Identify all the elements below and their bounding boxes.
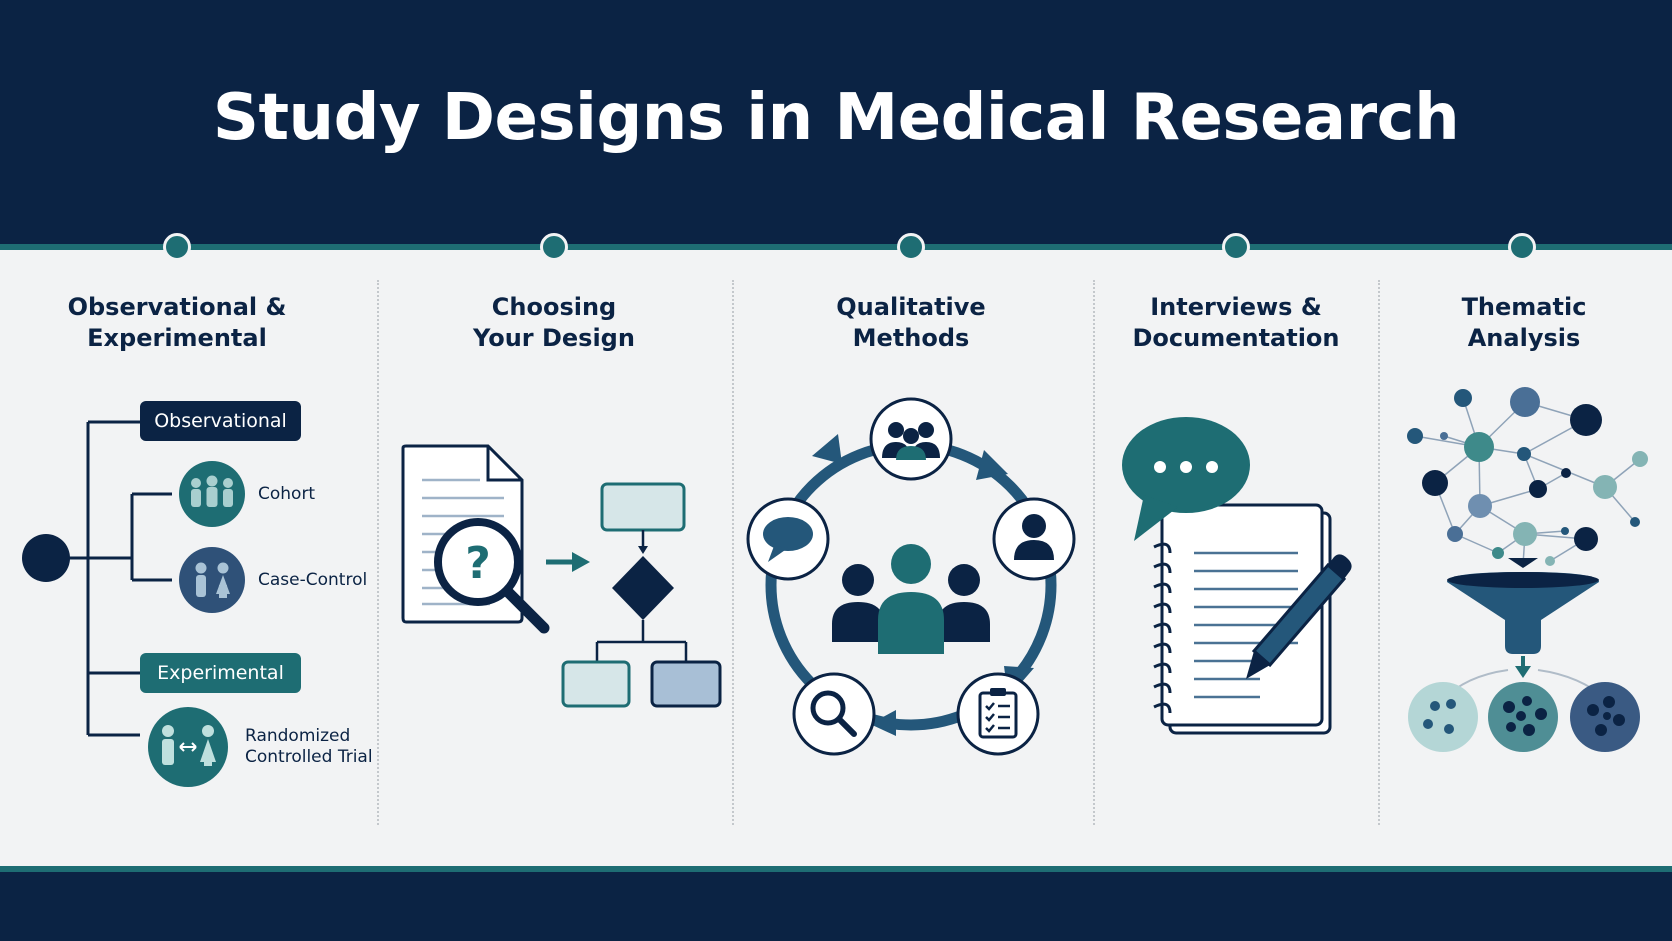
pen-icon <box>1246 554 1352 679</box>
theme-clusters-icon <box>1408 682 1640 752</box>
column-title-interviews-documentation: Interviews & Documentation <box>1132 293 1340 352</box>
header-banner <box>0 0 1672 246</box>
funnel-icon <box>1447 558 1599 678</box>
timeline-dot <box>540 233 568 261</box>
footer-banner <box>0 872 1672 941</box>
page-title: Study Designs in Medical Research <box>212 81 1460 155</box>
arrow-right-icon <box>546 552 590 572</box>
classification-tree-icon <box>22 420 245 787</box>
column-divider <box>1093 280 1095 825</box>
rct-label: Randomized Controlled Trial <box>245 726 373 767</box>
speech-bubble-icon <box>763 517 813 562</box>
group-icon <box>882 422 940 460</box>
cohort-label: Cohort <box>258 484 316 504</box>
column-title-qualitative-methods: Qualitative Methods <box>836 293 986 352</box>
rct-icon <box>148 707 228 787</box>
search-icon <box>810 690 857 737</box>
root-node <box>22 534 70 582</box>
flowchart-icon <box>561 482 722 708</box>
column-divider <box>377 280 379 825</box>
column-divider <box>1378 280 1380 825</box>
footer-line <box>0 866 1672 872</box>
column-divider <box>732 280 734 825</box>
notepad-speech-icon <box>1122 417 1352 735</box>
checklist-icon <box>978 688 1018 739</box>
timeline-dot <box>163 233 191 261</box>
chat-bubble-icon <box>1122 417 1250 541</box>
research-cycle-icon <box>746 397 1076 756</box>
notepad-icon <box>1153 503 1332 735</box>
timeline-dot <box>1508 233 1536 261</box>
svg-text:?: ? <box>465 538 491 589</box>
timeline-dot <box>1222 233 1250 261</box>
case-control-icon <box>179 547 245 613</box>
team-center-icon <box>832 544 990 654</box>
column-title-thematic-analysis: Thematic Analysis <box>1461 293 1587 352</box>
person-icon <box>1014 514 1054 560</box>
experimental-badge: Experimental <box>140 653 301 693</box>
cohort-icon <box>179 461 245 527</box>
case-control-label: Case-Control <box>258 570 368 590</box>
observational-badge: Observational <box>140 401 301 441</box>
timeline-line <box>0 244 1672 250</box>
decision-flowchart-icon: ? <box>401 444 722 708</box>
column-title-observational-experimental: Observational & Experimental <box>67 293 287 352</box>
network-nodes <box>1407 387 1648 566</box>
magnifier-question-icon: ? <box>434 518 550 634</box>
column-title-choosing-design: Choosing Your Design <box>473 293 635 352</box>
funnel-network-icon <box>1407 387 1648 752</box>
timeline-dot <box>897 233 925 261</box>
